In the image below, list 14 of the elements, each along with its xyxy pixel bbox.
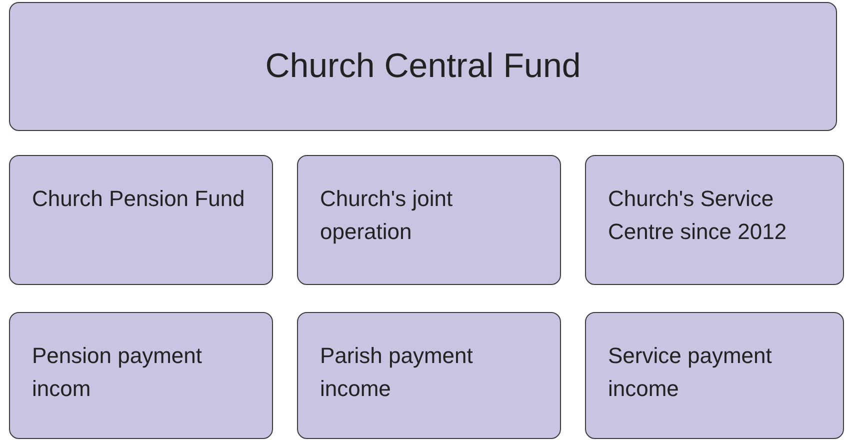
unit-label: Parish payment income xyxy=(320,342,474,403)
unit-box xyxy=(9,155,273,285)
unit-label: Church Pension Fund xyxy=(32,185,246,213)
unit-box xyxy=(9,312,273,439)
header-box xyxy=(9,2,837,131)
unit-label: Church's joint operation xyxy=(320,185,454,246)
title-text: Church Central Fund xyxy=(265,47,581,86)
unit-box xyxy=(297,155,561,285)
unit-label: Church's Service Centre since 2012 xyxy=(608,185,788,246)
unit-box xyxy=(585,155,844,285)
unit-label: Pension payment incom xyxy=(32,342,203,403)
unit-box xyxy=(297,312,561,439)
unit-box xyxy=(585,312,844,439)
unit-label: Service payment income xyxy=(608,342,773,403)
